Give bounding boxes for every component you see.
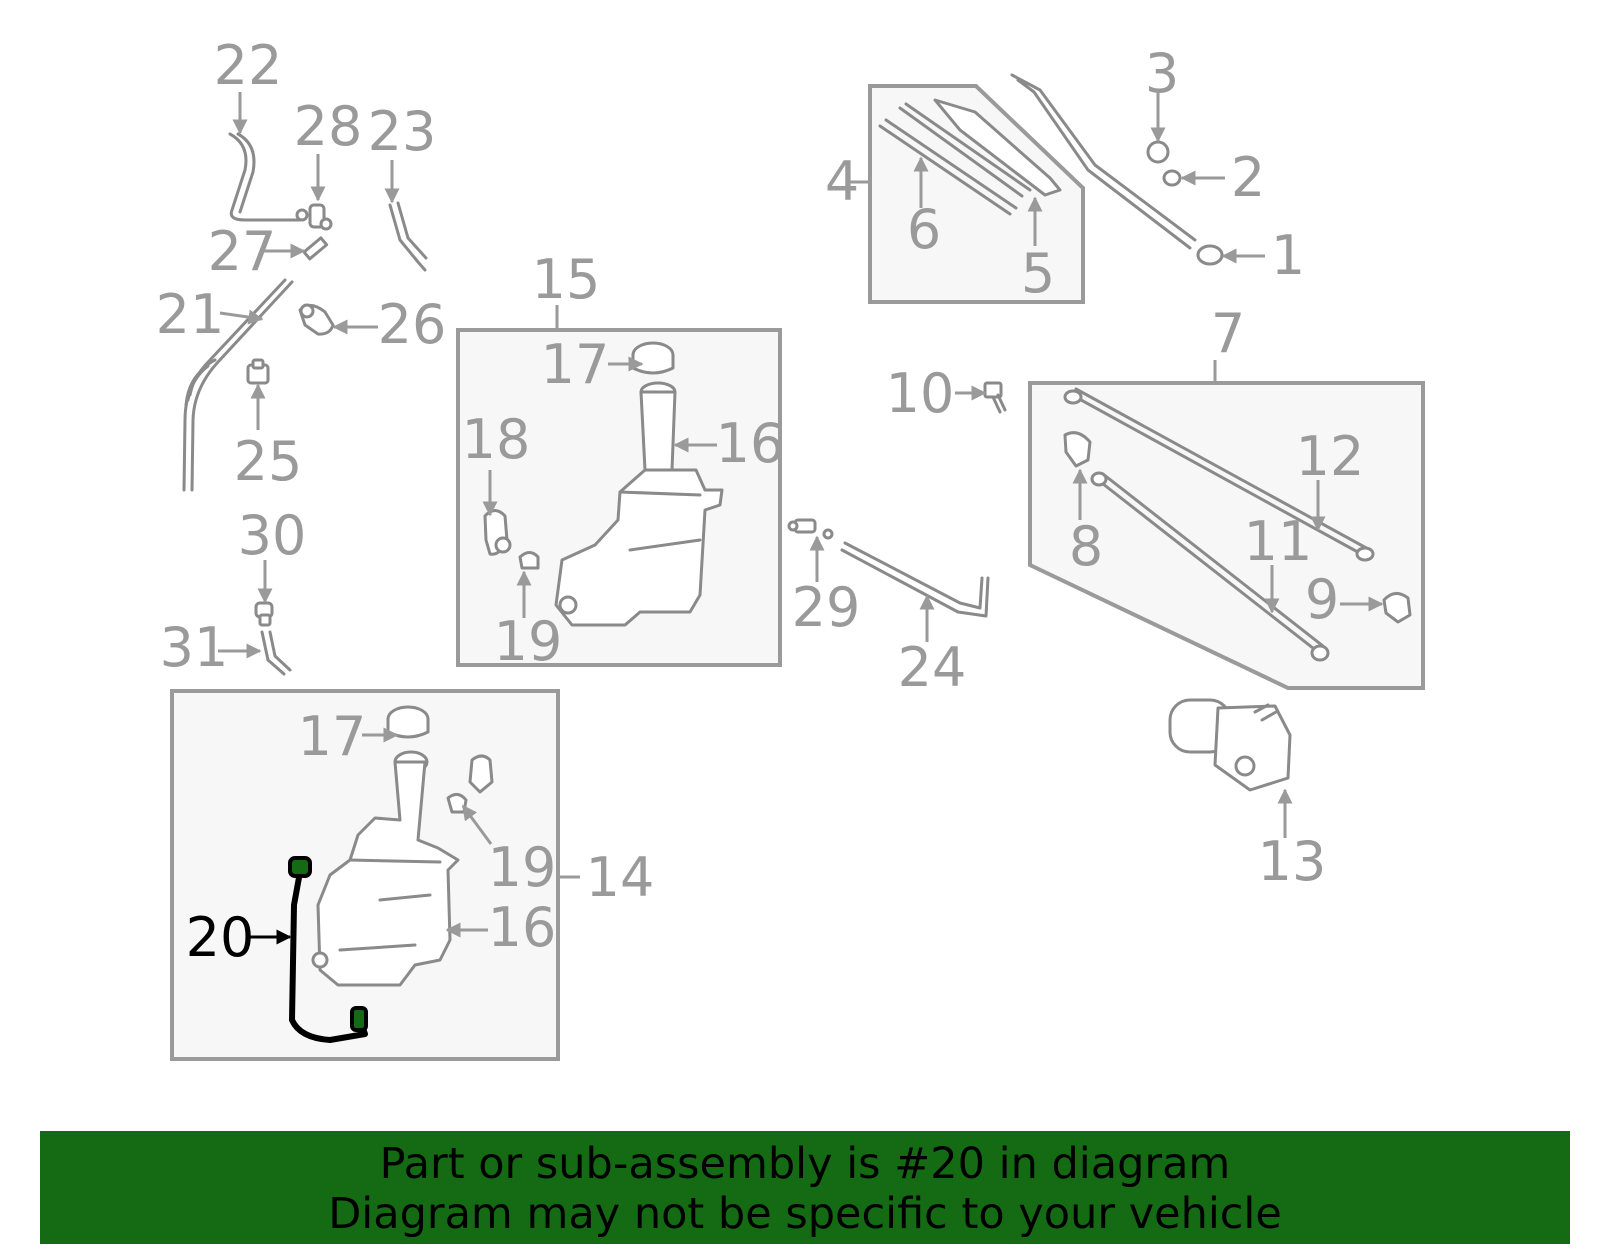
callout-22: 22: [214, 34, 283, 97]
callout-29: 29: [792, 576, 861, 639]
connector-29: [787, 518, 834, 540]
callout-19-top: 19: [494, 610, 563, 673]
callout-3: 3: [1145, 42, 1179, 105]
grommet-25: [246, 358, 270, 385]
banner-line-1: Part or sub-assembly is #20 in diagram: [379, 1139, 1231, 1189]
tube-24: [840, 541, 990, 618]
callout-11: 11: [1244, 510, 1313, 573]
wiper-arm-1: [1010, 73, 1224, 266]
callout-5: 5: [1021, 242, 1055, 305]
callout-28: 28: [294, 95, 363, 158]
callout-13: 13: [1258, 830, 1327, 893]
banner-line-2: Diagram may not be specific to your vehi…: [328, 1189, 1282, 1239]
callout-21: 21: [156, 283, 225, 346]
linkage-rods: [1063, 387, 1375, 662]
info-banner: Part or sub-assembly is #20 in diagram D…: [40, 1131, 1570, 1244]
cap-3: [1146, 140, 1170, 164]
callout-25: 25: [234, 430, 303, 493]
nozzle-26: [298, 303, 335, 336]
callout-4: 4: [825, 150, 859, 213]
callout-10: 10: [886, 362, 955, 425]
washer-hose-21: [182, 278, 294, 492]
callout-23: 23: [368, 100, 437, 163]
callout-31: 31: [160, 616, 229, 679]
callout-14: 14: [586, 846, 655, 909]
linkage-box: [1028, 381, 1425, 690]
callout-26: 26: [378, 293, 447, 356]
callout-24: 24: [898, 636, 967, 699]
callout-19-bottom: 19: [488, 836, 557, 899]
clip-27: [302, 236, 329, 261]
nut-2: [1162, 169, 1182, 187]
callout-16-bottom: 16: [488, 896, 557, 959]
callout-16-top: 16: [716, 412, 785, 475]
callout-18: 18: [462, 408, 531, 471]
bolt-10: [983, 381, 1007, 414]
callout-6: 6: [907, 198, 941, 261]
wiper-blade-4: [878, 98, 1062, 216]
callout-27: 27: [208, 220, 277, 283]
callout-17-bottom: 17: [298, 705, 367, 768]
hose-20-highlighted: [288, 856, 368, 1043]
callout-9: 9: [1305, 568, 1339, 631]
callout-15: 15: [532, 248, 601, 311]
pivot-8: [1063, 431, 1092, 468]
callout-1: 1: [1271, 224, 1305, 287]
callout-2: 2: [1231, 146, 1265, 209]
callout-20: 20: [186, 906, 255, 969]
callout-30: 30: [238, 504, 307, 567]
hose-23: [388, 203, 427, 272]
callout-8: 8: [1069, 515, 1103, 578]
wiper-blade-box: [868, 84, 1085, 304]
callout-7: 7: [1211, 302, 1245, 365]
connector-28: [295, 203, 333, 231]
wiper-motor-13: [1168, 698, 1292, 792]
callout-12: 12: [1296, 425, 1365, 488]
pivot-9: [1382, 592, 1412, 624]
callout-17-top: 17: [541, 333, 610, 396]
hose-31: [260, 630, 292, 676]
joint-30: [254, 601, 274, 627]
hose-22: [228, 132, 302, 222]
reservoir-15-parts: [483, 341, 724, 627]
